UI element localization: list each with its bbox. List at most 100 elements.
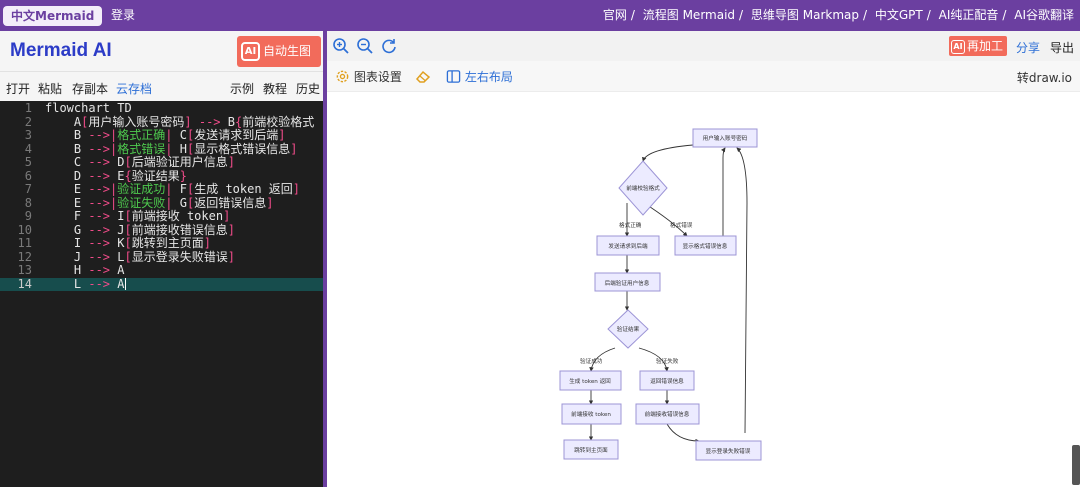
code-line[interactable]: 13 H --> A <box>0 263 323 278</box>
node-go-home-label: 跳转到主页面 <box>574 446 608 454</box>
node-format-error-label: 显示格式错误信息 <box>683 242 728 250</box>
code-text: B -->|格式错误| H[显示格式错误信息] <box>45 141 298 157</box>
code-token: 显示登录失败错误 <box>131 249 228 264</box>
node-send-request[interactable]: 发送请求到后端 <box>596 235 660 256</box>
layout-lr-label: 左右布局 <box>464 70 513 84</box>
code-token: L <box>45 276 89 291</box>
code-token: J <box>45 249 89 264</box>
save-copy-button[interactable]: 存副本 <box>72 82 109 96</box>
history-button[interactable]: 历史 <box>296 82 321 96</box>
code-token: [ <box>124 155 132 169</box>
node-login-failed-label: 显示登录失败错误 <box>706 447 751 455</box>
code-line[interactable]: 12 J --> L[显示登录失败错误] <box>0 249 323 265</box>
node-verify-result[interactable]: 验证结果 <box>607 309 649 349</box>
node-frontend-validate[interactable]: 前端校验格式 <box>618 160 668 216</box>
top-link-voice[interactable]: AI纯正配音 <box>938 8 999 22</box>
code-token: ] <box>227 249 235 264</box>
scrollbar-thumb[interactable] <box>1072 445 1080 485</box>
layout-lr-button[interactable]: 左右布局 <box>446 68 513 86</box>
refresh-icon[interactable] <box>380 37 398 55</box>
app-title: Mermaid AI <box>10 40 112 61</box>
brand-logo[interactable]: 中文Mermaid <box>3 6 103 26</box>
node-go-home[interactable]: 跳转到主页面 <box>563 439 619 460</box>
code-token: D <box>110 155 125 169</box>
edge-a-b <box>642 144 694 162</box>
code-line[interactable]: 11 I --> K[跳转到主页面] <box>0 236 323 251</box>
code-token: { <box>234 114 243 129</box>
open-button[interactable]: 打开 <box>6 82 31 96</box>
code-token: [ <box>81 114 89 129</box>
diagram-canvas[interactable]: 格式正确 格式错误 验证成功 验证失败 用户输入账号密码 前端校验格式 发送请求… <box>327 93 1080 487</box>
line-number: 14 <box>17 276 32 291</box>
code-token: 用户输入账号密码 <box>88 114 185 129</box>
line-number: 3 <box>24 128 32 142</box>
node-backend-verify-label: 后端验证用户信息 <box>605 279 650 287</box>
node-user-input[interactable]: 用户输入账号密码 <box>692 128 758 148</box>
examples-button[interactable]: 示例 <box>230 82 255 96</box>
code-text: flowchart TD <box>45 101 132 116</box>
code-text: B -->|格式正确| C[发送请求到后端] <box>45 128 286 143</box>
code-token: ] <box>184 114 192 129</box>
code-token: | <box>110 128 118 142</box>
code-token: --> <box>88 195 111 210</box>
code-line[interactable]: 6 D --> E{验证结果} <box>0 169 323 184</box>
code-line[interactable]: 10 G --> J[前端接收错误信息] <box>0 222 323 238</box>
tutorial-button[interactable]: 教程 <box>263 82 288 96</box>
to-drawio-button[interactable]: 转draw.io <box>1016 71 1072 85</box>
code-token: 验证成功 <box>117 182 166 196</box>
edge-h-a <box>721 147 726 236</box>
node-receive-token-label: 前端接收 token <box>571 410 611 418</box>
code-token: ] <box>227 155 235 169</box>
node-login-failed[interactable]: 显示登录失败错误 <box>695 440 762 461</box>
code-line[interactable]: 8 E -->|验证失败| G[返回错误信息] <box>0 195 323 211</box>
share-button[interactable]: 分享 <box>1016 41 1041 55</box>
code-text: F --> I[前端接收 token] <box>45 209 231 224</box>
code-line[interactable]: 5 C --> D[后端验证用户信息] <box>0 155 323 170</box>
code-line[interactable]: 14 L --> A <box>0 276 323 291</box>
code-token: B <box>45 128 89 142</box>
line-number: 13 <box>17 263 32 277</box>
pane-divider[interactable] <box>323 31 327 487</box>
code-token: B <box>45 141 89 156</box>
code-token: [ <box>186 141 195 156</box>
zoom-out-icon[interactable] <box>356 37 374 55</box>
cloud-save-button[interactable]: 云存档 <box>116 82 153 96</box>
zoom-in-icon[interactable] <box>332 37 350 55</box>
node-receive-error[interactable]: 前端接收错误信息 <box>635 403 700 425</box>
code-token: ] <box>223 209 231 223</box>
code-token: --> <box>88 209 111 223</box>
code-line[interactable]: 4 B -->|格式错误| H[显示格式错误信息] <box>0 141 323 157</box>
node-receive-token[interactable]: 前端接收 token <box>561 403 622 425</box>
top-link-flowchart[interactable]: 流程图 Mermaid <box>642 8 736 22</box>
text-cursor <box>124 278 126 290</box>
node-format-error[interactable]: 显示格式错误信息 <box>674 235 737 256</box>
top-link-gpt[interactable]: 中文GPT <box>874 8 923 22</box>
code-line[interactable]: 9 F --> I[前端接收 token] <box>0 209 323 224</box>
node-gen-token[interactable]: 生成 token 返回 <box>559 370 622 391</box>
code-text: I --> K[跳转到主页面] <box>45 236 211 251</box>
node-return-error[interactable]: 返回错误信息 <box>639 370 695 391</box>
export-button[interactable]: 导出 <box>1050 41 1075 55</box>
code-token: C <box>172 128 187 142</box>
node-backend-verify[interactable]: 后端验证用户信息 <box>594 272 661 292</box>
code-token: ] <box>278 128 286 142</box>
code-line[interactable]: 3 B -->|格式正确| C[发送请求到后端] <box>0 128 323 143</box>
code-line[interactable]: 7 E -->|验证成功| F[生成 token 返回] <box>0 182 323 197</box>
chart-settings-button[interactable]: 图表设置 <box>335 68 402 86</box>
code-text: J --> L[显示登录失败错误] <box>45 249 235 265</box>
code-token: --> <box>88 222 111 237</box>
top-link-translate[interactable]: AI谷歌翻译 <box>1014 8 1074 22</box>
login-link[interactable]: 登录 <box>111 8 136 22</box>
paste-button[interactable]: 粘贴 <box>38 82 63 96</box>
top-link-mindmap[interactable]: 思维导图 Markmap <box>750 8 859 22</box>
code-token: F <box>45 209 89 223</box>
eraser-button[interactable] <box>415 68 431 86</box>
ai-icon: AI <box>241 42 260 61</box>
top-link-official[interactable]: 官网 <box>602 8 627 22</box>
code-token: E <box>45 195 89 210</box>
code-line[interactable]: 2 A[用户输入账号密码] --> B{前端校验格式 <box>0 114 323 130</box>
